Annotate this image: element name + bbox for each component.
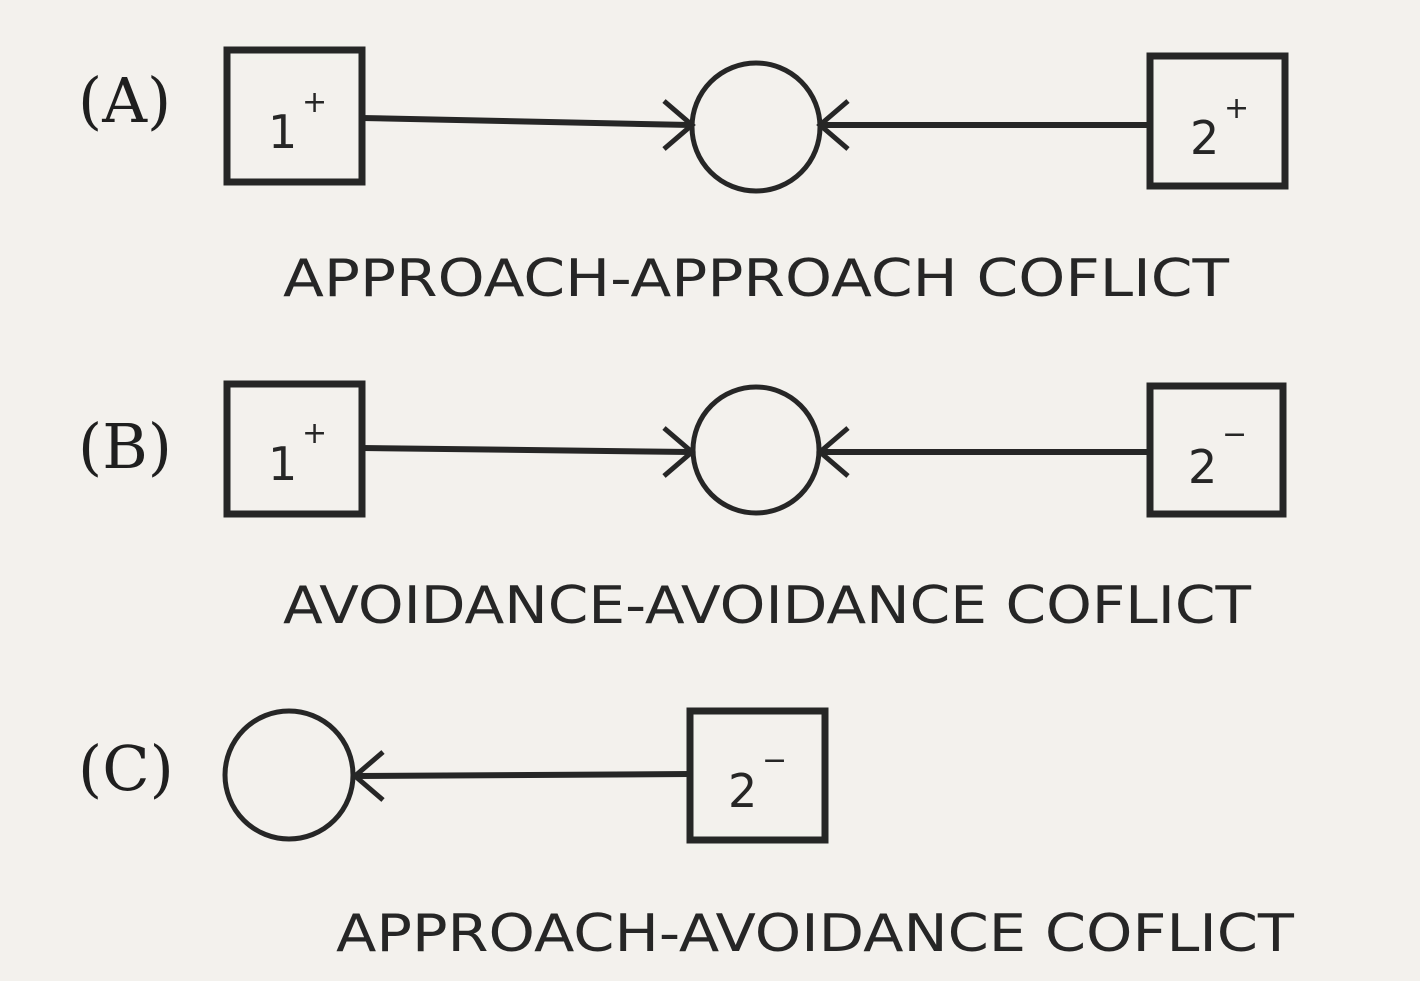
panel-b-right-arrowhead	[816, 426, 850, 478]
panel-a-right-box: 2 +	[1146, 52, 1289, 190]
panel-b-right-box: 2 −	[1146, 382, 1287, 518]
panel-a-left-box-number: 1	[268, 105, 297, 159]
panel-a-right-box-number: 2	[1190, 111, 1219, 165]
panel-a-caption: APPROACH-APPROACH COFLICT	[283, 249, 1229, 309]
panel-a-marker: (A)	[78, 64, 171, 137]
panel-c-marker: (C)	[78, 732, 174, 805]
panel-c-right-box-number: 2	[728, 764, 757, 818]
panel-b-right-box-number: 2	[1188, 440, 1217, 494]
panel-b-left-arrow-line	[361, 445, 691, 455]
panel-b-person-circle	[690, 384, 822, 516]
panel-c-person-circle	[222, 708, 356, 842]
panel-a-left-box-sign: +	[302, 85, 327, 120]
panel-a-person-circle	[689, 60, 823, 194]
panel-c-arrow-line	[356, 771, 691, 779]
panel-b-left-box: 1 +	[223, 380, 366, 518]
panel-b-caption: AVOIDANCE-AVOIDANCE COFLICT	[283, 576, 1251, 636]
panel-a: (A) 1 + 2 + APPROACH-APPROACH COFLICT	[78, 46, 1289, 309]
panel-c-caption: APPROACH-AVOIDANCE COFLICT	[336, 904, 1294, 964]
panel-c-right-box: 2 −	[686, 707, 829, 844]
panel-b-left-box-sign: +	[302, 416, 327, 451]
panel-a-right-box-sign: +	[1224, 91, 1249, 126]
panel-b-marker: (B)	[78, 410, 172, 483]
panel-a-left-arrow-line	[361, 115, 691, 128]
panel-c: (C) 2 − APPROACH-AVOIDANCE COFLICT	[78, 707, 1294, 964]
panel-a-right-arrowhead	[816, 99, 850, 151]
panel-c-right-box-sign: −	[762, 743, 787, 778]
panel-b-right-box-sign: −	[1222, 417, 1247, 452]
panel-b-left-box-number: 1	[268, 437, 297, 491]
panel-c-arrowhead	[351, 750, 385, 802]
panel-a-left-box: 1 +	[223, 46, 366, 186]
panel-b: (B) 1 + 2 − AVOIDANCE-AVOIDANCE COFLICT	[78, 380, 1287, 636]
